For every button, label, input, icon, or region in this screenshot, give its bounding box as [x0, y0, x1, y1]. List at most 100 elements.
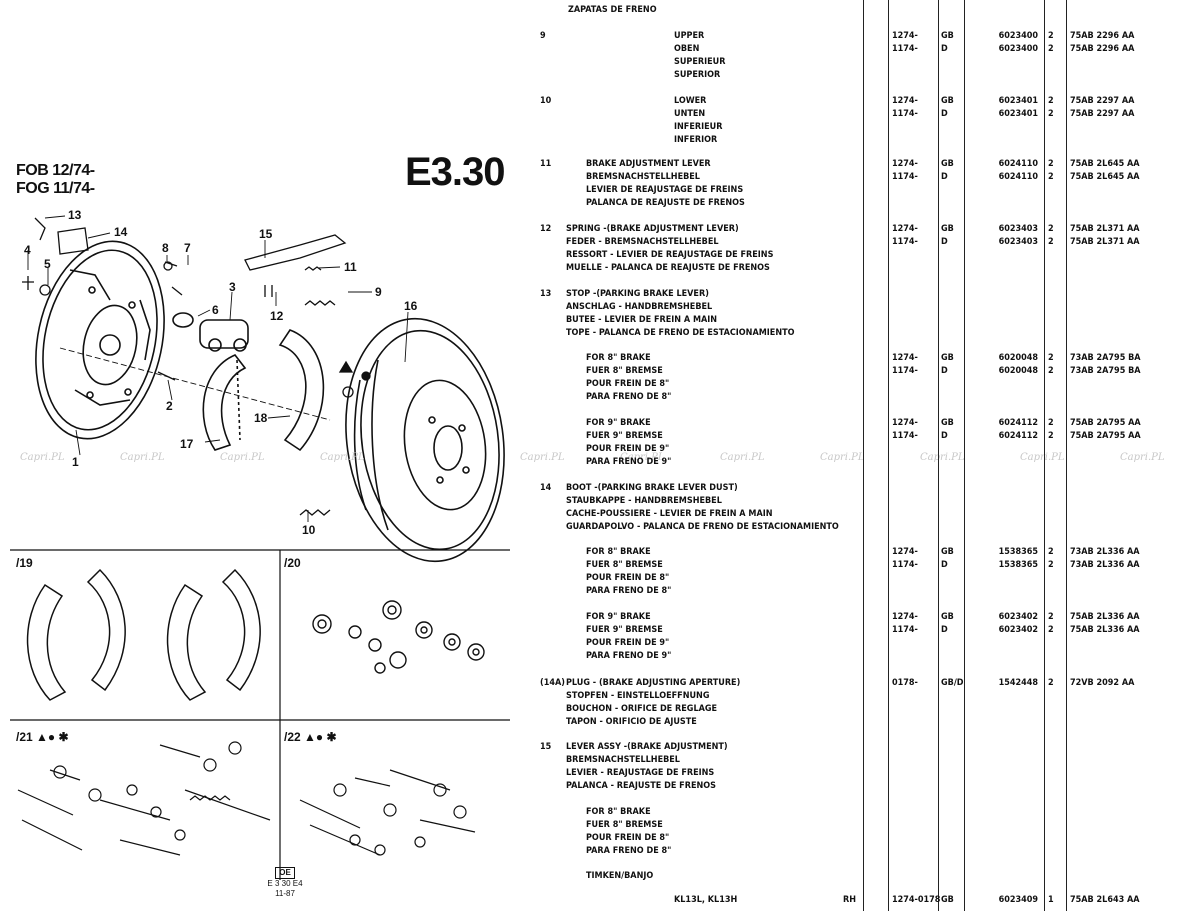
part-description: PLUG - (BRAKE ADJUSTING APERTURE)STOPFEN…	[566, 677, 740, 729]
description-line: FOR 9" BRAKE	[586, 612, 651, 622]
part-number: 6023400	[998, 31, 1038, 41]
description-line: FOR 8" BRAKE	[586, 353, 651, 363]
market-code: GB	[941, 612, 954, 622]
column-rule	[964, 0, 965, 911]
market-code: D	[941, 366, 948, 376]
part-number: 6023402	[998, 612, 1038, 622]
engineering-number: 75AB 2296 AA	[1070, 44, 1135, 54]
column-rule	[1066, 0, 1067, 911]
engineering-number: 75AB 2L336 AA	[1070, 625, 1140, 635]
description-line: CACHE-POUSSIERE - LEVIER DE FREIN A MAIN	[566, 509, 773, 519]
panel-grid	[10, 549, 510, 880]
column-rule	[938, 0, 939, 911]
engineering-number: 73AB 2L336 AA	[1070, 560, 1140, 570]
effective-date: 1274-	[892, 159, 918, 169]
ref-number: 10	[540, 96, 552, 106]
small-parts-drawing	[22, 217, 371, 516]
model-line-2: FOG 11/74-	[16, 180, 95, 197]
callout-5: 5	[44, 257, 51, 271]
part-number: 1542448	[998, 678, 1038, 688]
watermark: Capri.PL	[1020, 452, 1065, 463]
callout-12: 12	[270, 309, 284, 323]
panel-label-21: /21 ▲● ✱	[16, 730, 69, 744]
part-number: 6024112	[998, 431, 1038, 441]
quantity: 2	[1048, 224, 1054, 234]
watermark: Capri.PL	[720, 452, 765, 463]
ref-number: 11	[540, 159, 552, 169]
market-code: D	[941, 237, 948, 247]
ref-number: 9	[540, 31, 546, 41]
description-line: TOPE - PALANCA DE FRENO DE ESTACIONAMIEN…	[566, 328, 795, 338]
effective-date: 1274-	[892, 612, 918, 622]
page-code: E3.30	[405, 150, 506, 194]
market-code: D	[941, 431, 948, 441]
engineering-number: 75AB 2297 AA	[1070, 96, 1135, 106]
description-line: LEVIER DE REAJUSTAGE DE FREINS	[586, 185, 744, 195]
wheel-cylinder-drawing	[172, 312, 249, 352]
footer-qty: 1	[1048, 895, 1054, 905]
quantity: 2	[1048, 418, 1054, 428]
description-line: PARA FRENO DE 9"	[586, 457, 672, 467]
part-number: 1538365	[998, 547, 1038, 557]
part-number: 6023402	[998, 625, 1038, 635]
description-line: BREMSNACHSTELLHEBEL	[586, 172, 700, 182]
watermark: Capri.PL	[520, 452, 565, 463]
panel-21-drawing	[17, 741, 271, 856]
callout-18: 18	[254, 411, 268, 425]
description-line: FOR 8" BRAKE	[586, 547, 651, 557]
callout-10: 10	[302, 523, 316, 537]
part-number: 6023401	[998, 109, 1038, 119]
panel-20-drawing	[312, 600, 485, 674]
market-code: D	[941, 172, 948, 182]
description-line: PARA FRENO DE 8"	[586, 586, 672, 596]
description-line: ANSCHLAG - HANDBREMSHEBEL	[566, 302, 713, 312]
quantity: 2	[1048, 547, 1054, 557]
callout-13: 13	[68, 208, 82, 222]
description-line: BOUCHON - ORIFICE DE REGLAGE	[566, 704, 718, 714]
quantity: 2	[1048, 353, 1054, 363]
watermark: Capri.PL	[820, 452, 865, 463]
part-description: BOOT -(PARKING BRAKE LEVER DUST)STAUBKAP…	[566, 482, 839, 534]
description-line: POUR FREIN DE 8"	[586, 573, 670, 583]
description-line: TIMKEN/BANJO	[586, 871, 654, 881]
market-code: GB	[941, 547, 954, 557]
callout-7: 7	[184, 241, 191, 255]
panel-label-20: /20	[284, 556, 301, 570]
callout-11: 11	[344, 260, 357, 274]
description-line: LEVER ASSY -(BRAKE ADJUSTMENT)	[566, 742, 728, 752]
part-description: TIMKEN/BANJO	[586, 870, 653, 883]
watermark: Capri.PL	[20, 452, 65, 463]
description-line: UPPER	[674, 31, 705, 41]
description-line: GUARDAPOLVO - PALANCA DE FRENO DE ESTACI…	[566, 522, 839, 532]
description-line: POUR FREIN DE 9"	[586, 638, 670, 648]
description-line: MUELLE - PALANCA DE REAJUSTE DE FRENOS	[566, 263, 770, 273]
callout-14: 14	[114, 225, 128, 239]
quantity: 2	[1048, 109, 1054, 119]
market-code: GB	[941, 31, 954, 41]
footer-part: 6023409	[998, 895, 1038, 905]
panel-label-19: /19	[16, 556, 33, 570]
column-rule	[863, 0, 864, 911]
brake-shoes-drawing	[202, 329, 325, 452]
quantity: 2	[1048, 44, 1054, 54]
column-rule	[1044, 0, 1045, 911]
quantity: 2	[1048, 172, 1054, 182]
watermark: Capri.PL	[320, 452, 365, 463]
quantity: 2	[1048, 96, 1054, 106]
description-line: UNTEN	[674, 109, 706, 119]
quantity: 2	[1048, 31, 1054, 41]
quantity: 2	[1048, 560, 1054, 570]
callout-9: 9	[375, 285, 382, 299]
description-line: TAPON - ORIFICIO DE AJUSTE	[566, 717, 697, 727]
